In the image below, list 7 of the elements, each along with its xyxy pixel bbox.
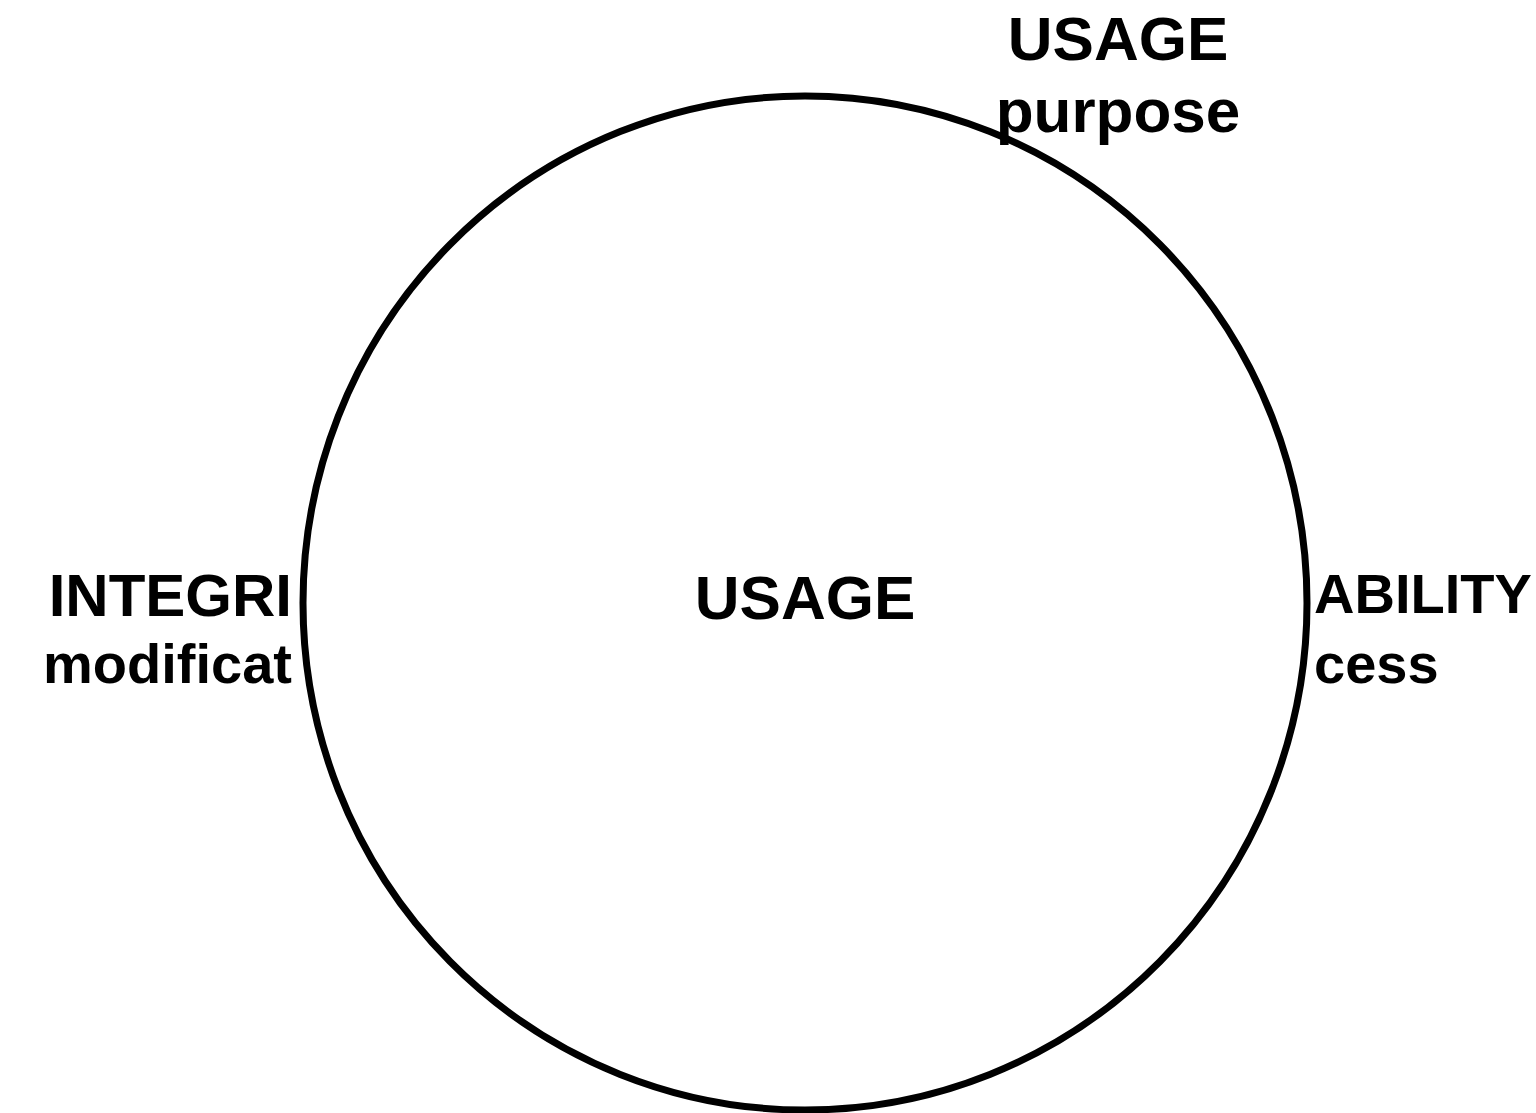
circle-label: USAGE (693, 567, 917, 629)
category-heading: INTEGRI (48, 566, 292, 626)
category-subtitle: cess (1314, 636, 1439, 692)
category-heading: ABILITY (1314, 566, 1532, 622)
category-subtitle: modificat (43, 636, 292, 692)
circle (299, 92, 1311, 1113)
category-heading: USAGE (1007, 8, 1229, 70)
